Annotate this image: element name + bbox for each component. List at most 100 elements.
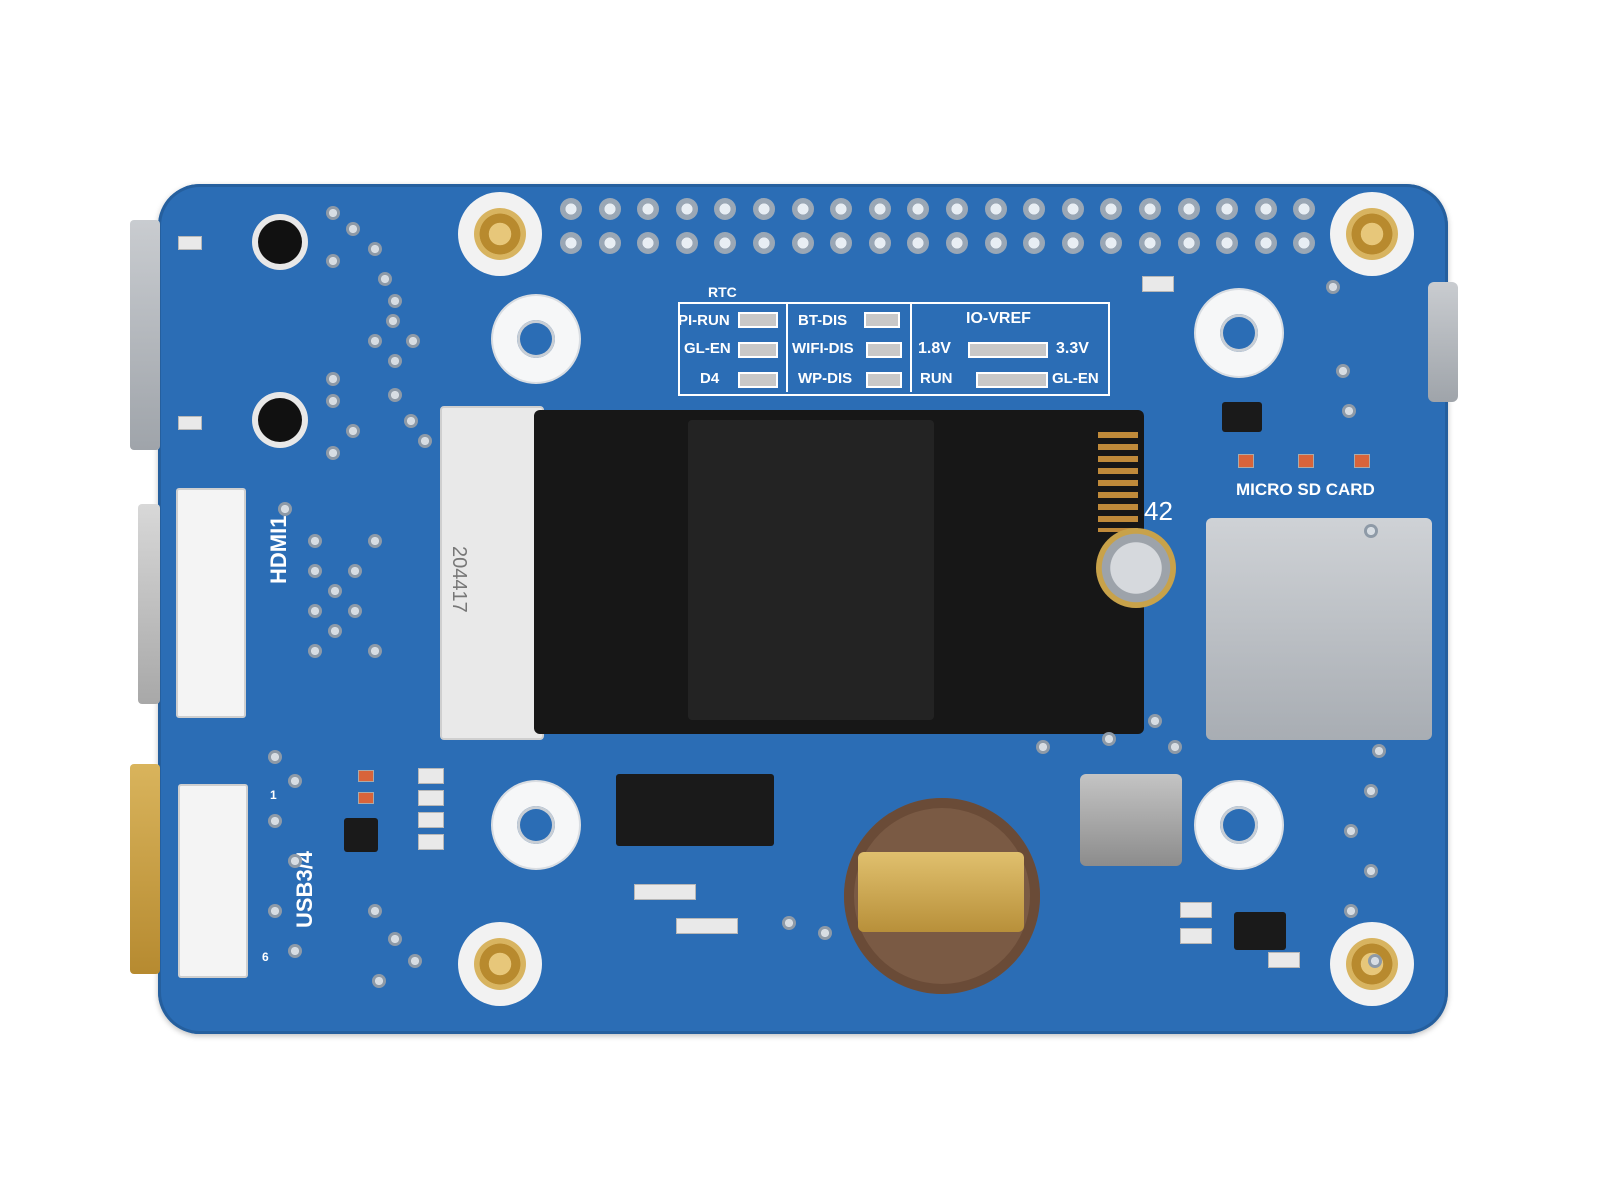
usb34-pin6-label: 6 (262, 950, 269, 964)
via (1102, 732, 1116, 746)
via (308, 534, 322, 548)
micro-sd-card-slot[interactable] (1206, 518, 1432, 740)
via (368, 904, 382, 918)
gpio-pin (946, 198, 968, 220)
via (1344, 824, 1358, 838)
gpio-pin (675, 232, 698, 254)
smd-component (1268, 952, 1300, 968)
smd-component (418, 768, 444, 784)
button-bottom[interactable] (258, 398, 302, 442)
via (368, 242, 382, 256)
via (368, 534, 382, 548)
gpio-pin (946, 232, 968, 254)
hdmi1-ffc-connector[interactable] (176, 488, 246, 718)
via (346, 424, 360, 438)
jumper-d4[interactable] (738, 372, 778, 388)
button-top[interactable] (258, 220, 302, 264)
wifi-dis-label: WIFI-DIS (792, 340, 854, 357)
usb-port-left-bottom (130, 764, 160, 974)
via (346, 222, 360, 236)
via (326, 394, 340, 408)
via (308, 604, 322, 618)
jumper-wifi-dis[interactable] (866, 342, 902, 358)
d4-label: D4 (700, 370, 720, 387)
gpio-pin (1100, 232, 1123, 254)
gpio-pin (984, 198, 1007, 220)
jumper-divider-1 (786, 302, 788, 392)
ic-small-right (1234, 912, 1286, 950)
gpio-pin (1293, 198, 1316, 220)
ic-small-left (344, 818, 378, 852)
wp-dis-label: WP-DIS (798, 370, 853, 387)
smd-component (358, 770, 374, 782)
usb34-pin1-label: 1 (270, 788, 277, 802)
gpio-pin (791, 232, 814, 254)
via (386, 314, 400, 328)
battery-contact (858, 852, 1024, 932)
gpio-pin (560, 198, 582, 220)
mounting-hole-top-right (1196, 290, 1282, 376)
gl-en-left-label: GL-EN (684, 340, 731, 357)
gpio-pin (753, 232, 775, 254)
gl-en-right-label: GL-EN (1052, 370, 1099, 387)
via (1148, 714, 1162, 728)
standoff-top-right (1330, 192, 1414, 276)
usb34-ffc-connector[interactable] (178, 784, 248, 978)
gpio-pin (1293, 232, 1316, 254)
gpio-pin (714, 198, 737, 220)
via (1368, 954, 1382, 968)
via (388, 388, 402, 402)
via (408, 954, 422, 968)
io-vref-label: IO-VREF (966, 310, 1031, 327)
gpio-pin (1254, 198, 1277, 220)
smd-component (178, 416, 202, 430)
via (372, 974, 386, 988)
jumper-pi-run[interactable] (738, 312, 778, 328)
jumper-wp-dis[interactable] (866, 372, 902, 388)
gpio-pin (1061, 198, 1084, 220)
jumper-run-gl-en[interactable] (976, 372, 1048, 388)
gpio-pin (637, 232, 660, 254)
m2-connector-marking: 204417 (448, 546, 470, 613)
usb-c-port-right (1428, 282, 1458, 402)
via (368, 644, 382, 658)
via (378, 272, 392, 286)
smd-component (178, 236, 202, 250)
gpio-pin (753, 198, 775, 220)
gpio-pin (1177, 198, 1200, 220)
standoff-top-left (458, 192, 542, 276)
via (782, 916, 796, 930)
v18-label: 1.8V (918, 340, 951, 357)
via (278, 502, 292, 516)
jumper-io-vref[interactable] (968, 342, 1048, 358)
via (1036, 740, 1050, 754)
m2-size-label: 42 (1144, 496, 1173, 526)
via (1364, 784, 1378, 798)
v33-label: 3.3V (1056, 340, 1089, 357)
via (406, 334, 420, 348)
jumper-block-outline (678, 302, 1110, 396)
via (288, 854, 302, 868)
via (368, 334, 382, 348)
ic-sd-regulator (1222, 402, 1262, 432)
mounting-hole-top-left (493, 296, 579, 382)
jumper-bt-dis[interactable] (864, 312, 900, 328)
gpio-pin (675, 198, 698, 220)
via (326, 206, 340, 220)
via (288, 944, 302, 958)
gpio-pin (830, 232, 853, 254)
standoff-bottom-left (458, 922, 542, 1006)
via (288, 774, 302, 788)
via (348, 564, 362, 578)
gpio-pin (637, 198, 660, 220)
gpio-pin (598, 198, 621, 220)
pi-run-label: PI-RUN (678, 312, 730, 329)
smd-component (358, 792, 374, 804)
smd-component (1354, 454, 1370, 468)
via (326, 446, 340, 460)
mounting-hole-bottom-left (493, 782, 579, 868)
gpio-pin (1254, 232, 1277, 254)
jumper-gl-en[interactable] (738, 342, 778, 358)
via (328, 624, 342, 638)
gpio-pin (907, 232, 930, 254)
